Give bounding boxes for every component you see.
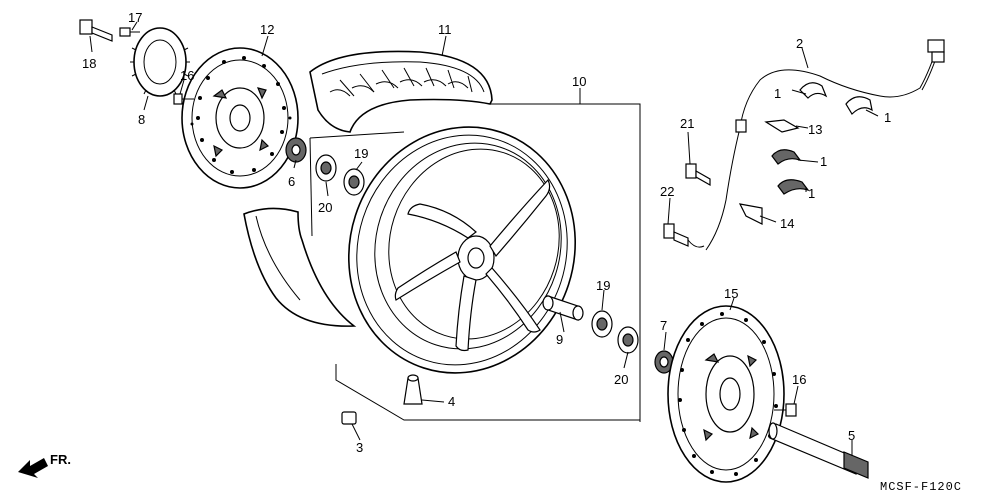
clamp-1a (799, 82, 828, 99)
rim-band (243, 207, 357, 327)
bolt-17 (119, 27, 140, 37)
front-direction-indicator: FR. (18, 452, 71, 478)
clamp-1b (845, 96, 873, 115)
clamp-1d (777, 179, 810, 195)
bearing-19-left (343, 168, 365, 196)
bearing-19-right (591, 310, 613, 338)
callout-13: 13 (808, 122, 822, 137)
callout-3: 3 (356, 440, 363, 455)
callout-22: 22 (660, 184, 674, 199)
collar-6 (285, 137, 307, 163)
callout-8: 8 (138, 112, 145, 127)
clamp-13 (764, 119, 800, 133)
direction-label: FR. (50, 452, 71, 467)
callout-21: 21 (680, 116, 694, 131)
callout-16-right: 16 (792, 372, 806, 387)
bolt-18 (79, 19, 113, 42)
callout-1-d: 1 (808, 186, 815, 201)
bearing-20-right (617, 326, 639, 354)
callout-19-right: 19 (596, 278, 610, 293)
callout-2: 2 (796, 36, 803, 51)
callout-6: 6 (288, 174, 295, 189)
valve-cap (341, 411, 357, 425)
spacer-9 (542, 295, 584, 321)
callout-1-c: 1 (820, 154, 827, 169)
collar-7 (654, 350, 674, 374)
callout-4: 4 (448, 394, 455, 409)
front-arrow-icon (18, 458, 48, 478)
callout-17: 17 (128, 10, 142, 25)
callout-20-right: 20 (614, 372, 628, 387)
callout-1-a: 1 (774, 86, 781, 101)
callout-5: 5 (848, 428, 855, 443)
leader-lines (89, 21, 879, 456)
callout-7: 7 (660, 318, 667, 333)
left-brake-disc (181, 47, 299, 189)
callout-12: 12 (260, 22, 274, 37)
sensor-22 (663, 223, 705, 248)
reference-lines (309, 103, 641, 422)
callout-19-left: 19 (354, 146, 368, 161)
sensor-21 (685, 163, 711, 187)
callout-14: 14 (780, 216, 794, 231)
bolt-16-left (173, 93, 194, 105)
figure-code: MCSF-F120C (880, 480, 962, 494)
tire (309, 50, 493, 133)
bearing-20-left (315, 154, 337, 182)
callout-1-b: 1 (884, 110, 891, 125)
front-wheel (347, 126, 577, 374)
callout-15: 15 (724, 286, 738, 301)
speed-sensor-wire (705, 39, 945, 251)
bolt-16-right (774, 403, 797, 417)
callout-18: 18 (82, 56, 96, 71)
tire-valve (403, 374, 423, 405)
callout-9: 9 (556, 332, 563, 347)
right-brake-disc (667, 305, 785, 483)
callout-20-left: 20 (318, 200, 332, 215)
front-axle (768, 422, 869, 479)
speedometer-gear-retainer (130, 27, 190, 97)
bracket-14 (738, 203, 763, 225)
callout-11: 11 (438, 22, 452, 37)
callout-labels: 1 1 1 1 2 3 4 5 6 7 8 9 10 11 12 13 14 1… (82, 10, 891, 455)
callout-16-left: 16 (180, 68, 194, 83)
callout-10: 10 (572, 74, 586, 89)
clamp-1c (771, 149, 802, 165)
